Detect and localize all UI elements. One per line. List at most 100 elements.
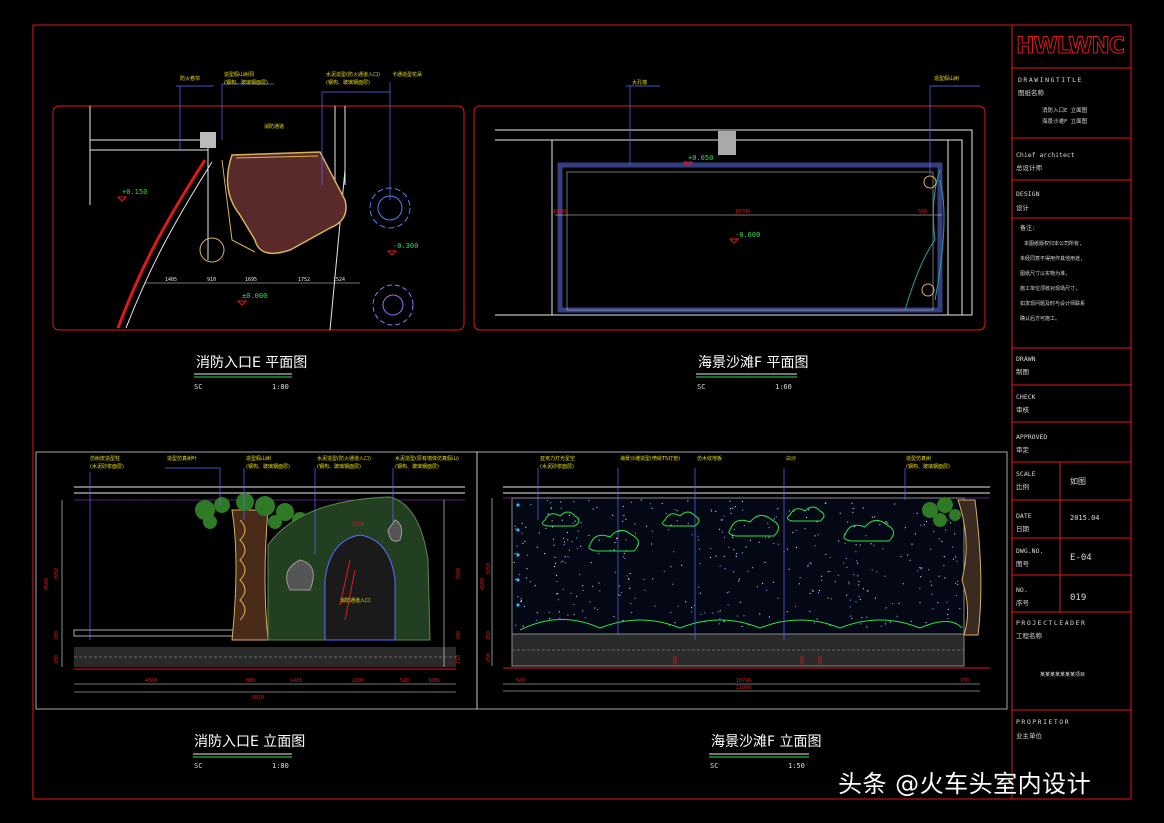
tb-drawn-label: DRAWN bbox=[1016, 355, 1036, 363]
star-dot bbox=[729, 507, 732, 510]
star-dot bbox=[567, 614, 569, 616]
star-dot bbox=[910, 620, 912, 622]
plan-e-dim-5: 1524 bbox=[333, 277, 345, 283]
star-dot bbox=[553, 544, 555, 546]
star-dot bbox=[848, 583, 850, 585]
elev-f-note-d: 白沙 bbox=[786, 455, 796, 462]
star-dot bbox=[556, 580, 558, 583]
tb-client-cn: 总设计师 bbox=[1016, 163, 1043, 172]
star-dot bbox=[649, 503, 651, 505]
star-dot bbox=[580, 545, 582, 547]
star-dot bbox=[718, 623, 721, 625]
star-dot bbox=[615, 571, 617, 574]
star-dot bbox=[854, 526, 856, 528]
tb-leader-label: PROJECTLEADER bbox=[1016, 619, 1086, 627]
elev-f-sub-dim-2: 300 bbox=[800, 656, 806, 665]
star-dot bbox=[729, 500, 731, 502]
star-dot bbox=[828, 570, 830, 573]
star-dot bbox=[932, 608, 934, 610]
star-dot bbox=[564, 556, 566, 558]
tb-no-label: NO. bbox=[1016, 586, 1028, 594]
star-dot bbox=[747, 570, 749, 572]
star-dot bbox=[652, 578, 654, 580]
star-dot bbox=[551, 520, 553, 522]
star-dot bbox=[612, 514, 614, 516]
star-dot bbox=[894, 503, 896, 505]
elev-f-dim-bottom-1: 500 bbox=[516, 678, 525, 684]
star-dot bbox=[929, 548, 932, 550]
star-dot bbox=[553, 565, 556, 568]
star-dot bbox=[943, 565, 945, 567]
star-dot bbox=[554, 556, 556, 558]
star-dot bbox=[554, 562, 557, 564]
star-dot bbox=[933, 531, 935, 533]
elev-e-dim-top: 2150 bbox=[352, 522, 364, 528]
star-dot bbox=[930, 584, 933, 586]
star-dot bbox=[566, 531, 569, 534]
star-dot bbox=[885, 522, 887, 524]
elev-e-dim-bottom-4: 2100 bbox=[352, 678, 364, 684]
elev-f-dim-left-1: 4500 bbox=[480, 578, 486, 590]
star-dot bbox=[925, 520, 928, 523]
star-dot bbox=[758, 541, 760, 543]
elev-e-dim-right-2: 300 bbox=[456, 631, 462, 640]
star-dot bbox=[749, 539, 752, 541]
star-dot bbox=[560, 561, 562, 563]
star-dot bbox=[848, 581, 850, 583]
star-dot bbox=[807, 565, 809, 567]
star-dot bbox=[858, 584, 860, 586]
tb-notes-line-4: 施工单位须核对现场尺寸, bbox=[1020, 285, 1078, 292]
star-dot bbox=[571, 541, 573, 543]
star-dot bbox=[880, 625, 882, 627]
star-dot bbox=[947, 608, 949, 611]
star-dot bbox=[799, 577, 801, 579]
star-dot bbox=[710, 547, 712, 549]
star-dot bbox=[954, 533, 956, 535]
star-dot bbox=[732, 507, 734, 509]
star-dot bbox=[824, 502, 826, 504]
star-dot bbox=[596, 506, 598, 508]
star-dot bbox=[885, 607, 887, 609]
elev-f-dim-left-3: 250 bbox=[486, 631, 492, 640]
tb-drawn-cn: 制图 bbox=[1016, 367, 1029, 376]
star-dot bbox=[795, 605, 797, 607]
elev-e-note-e2: (钢构、玻璃钢面层) bbox=[395, 463, 439, 470]
elev-f-title: 海景沙滩F 立面图 bbox=[711, 734, 822, 750]
star-dot bbox=[855, 551, 857, 553]
star-dot bbox=[829, 556, 831, 558]
star-dot bbox=[719, 565, 721, 567]
star-dot bbox=[522, 542, 524, 545]
star-dot bbox=[567, 556, 569, 558]
star-dot bbox=[620, 591, 623, 594]
star-dot bbox=[582, 610, 584, 612]
star-dot bbox=[805, 516, 808, 519]
plan-f-dim-3: 500 bbox=[918, 209, 927, 215]
star-dot bbox=[550, 508, 552, 510]
star-dot bbox=[861, 617, 863, 619]
tb-drawing-title-label: DRAWINGTITLE bbox=[1018, 76, 1083, 84]
plan-f-note-a: 大孔墙 bbox=[632, 79, 647, 86]
star-dot bbox=[592, 585, 594, 587]
star-dot bbox=[562, 588, 564, 590]
star-dot bbox=[618, 585, 620, 587]
star-dot bbox=[698, 586, 700, 588]
star-dot bbox=[640, 499, 642, 501]
star-dot bbox=[873, 544, 875, 546]
star-dot bbox=[615, 538, 618, 540]
star-dot bbox=[549, 618, 551, 620]
star-dot bbox=[809, 562, 811, 564]
star-dot bbox=[598, 582, 600, 584]
plan-e-note-e: 消防通道 bbox=[264, 123, 284, 130]
star-dot bbox=[721, 531, 723, 533]
star-dot bbox=[651, 530, 654, 532]
tb-design-label: DESIGN bbox=[1016, 190, 1040, 198]
star-dot bbox=[715, 510, 717, 513]
star-dot bbox=[792, 532, 794, 534]
star-dot bbox=[947, 618, 949, 620]
plan-e-level-1: +0.150 bbox=[122, 188, 147, 196]
star-dot bbox=[625, 539, 627, 541]
star-dot bbox=[515, 624, 517, 626]
tb-no-cn: 序号 bbox=[1016, 598, 1030, 607]
star-dot bbox=[650, 543, 653, 545]
star-dot bbox=[720, 519, 722, 521]
